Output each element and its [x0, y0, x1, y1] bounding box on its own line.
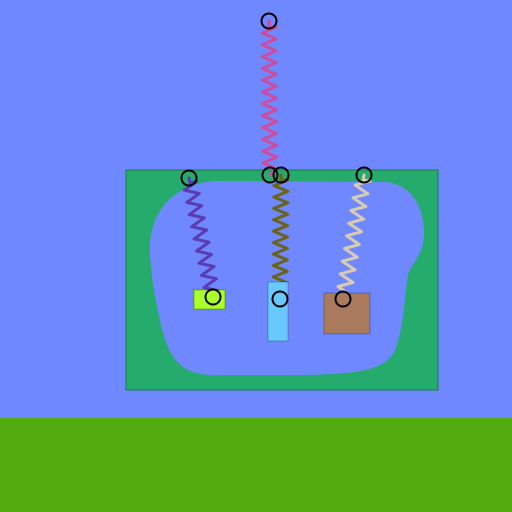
frame-inner-cutout — [149, 181, 424, 375]
anchor-purple-bottom[interactable] — [204, 288, 222, 306]
pink-spring — [260, 19, 279, 177]
anchor-olive-top[interactable] — [272, 166, 290, 184]
olive-spring — [271, 173, 290, 301]
anchor-olive-bottom[interactable] — [271, 290, 289, 308]
anchor-beige-top[interactable] — [355, 166, 373, 184]
anchor-pink-bottom[interactable] — [261, 166, 279, 184]
purple-spring — [182, 176, 221, 299]
ground — [0, 418, 512, 512]
brown-block[interactable] — [323, 292, 371, 335]
anchor-purple-top[interactable] — [180, 169, 198, 187]
beige-spring — [336, 173, 372, 301]
anchors-layer — [180, 12, 373, 308]
springs-layer — [182, 19, 372, 301]
anchor-top-pink[interactable] — [260, 12, 278, 30]
anchor-beige-bottom[interactable] — [334, 290, 352, 308]
